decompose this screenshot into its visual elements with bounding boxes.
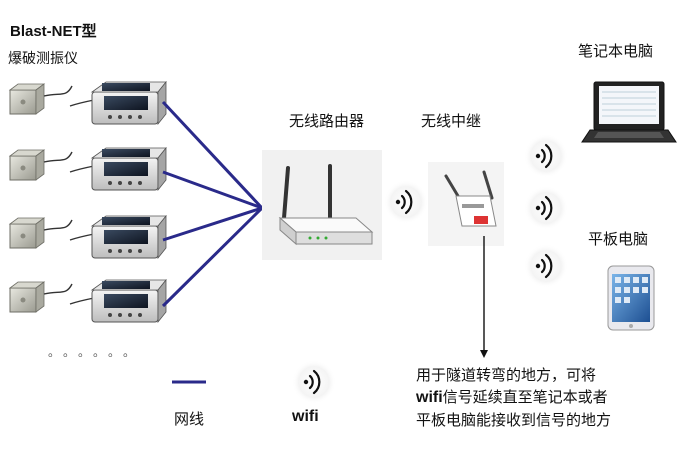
repeater-pointer-arrowhead — [480, 350, 488, 358]
wifi-icon-to-tablet — [522, 242, 570, 290]
more-units-indicator: 。。。。。。 — [48, 345, 145, 359]
wifi-icon-router-repeater — [382, 178, 430, 226]
wifi-icon-middle — [522, 184, 570, 232]
tablet-label: 平板电脑 — [588, 230, 649, 248]
description-line-2-rest: 信号延续直至笔记本或者 — [442, 388, 608, 406]
device-subtitle: 爆破测振仪 — [8, 51, 78, 67]
blast-net-unit-2 — [9, 147, 167, 191]
description-line-2: wifi信号延续直至笔记本或者 — [416, 386, 678, 409]
repeater-description: 用于隧道转弯的地方，可将 wifi信号延续直至笔记本或者 平板电脑能接收到信号的… — [416, 364, 678, 431]
laptop-label: 笔记本电脑 — [578, 42, 654, 60]
blast-net-unit-3 — [9, 215, 167, 259]
laptop-image — [581, 81, 677, 143]
network-cables — [161, 100, 264, 308]
wifi-icon-legend — [290, 358, 338, 406]
repeater-label: 无线中继 — [421, 112, 482, 130]
router-label: 无线路由器 — [289, 112, 365, 130]
description-wifi-word: wifi — [416, 389, 443, 406]
blast-net-unit-4 — [9, 279, 167, 323]
legend-cable-label: 网线 — [174, 410, 205, 428]
description-line-1: 用于隧道转弯的地方，可将 — [416, 366, 597, 384]
tablet-image — [607, 265, 655, 331]
router-image — [262, 150, 382, 260]
description-line-3: 平板电脑能接收到信号的地方 — [416, 411, 612, 429]
blast-net-unit-1 — [9, 81, 167, 125]
device-title: Blast-NET型 — [10, 23, 97, 40]
repeater-image — [428, 162, 504, 246]
legend-wifi-label: wifi — [292, 408, 319, 425]
wifi-icon-to-laptop — [522, 132, 570, 180]
